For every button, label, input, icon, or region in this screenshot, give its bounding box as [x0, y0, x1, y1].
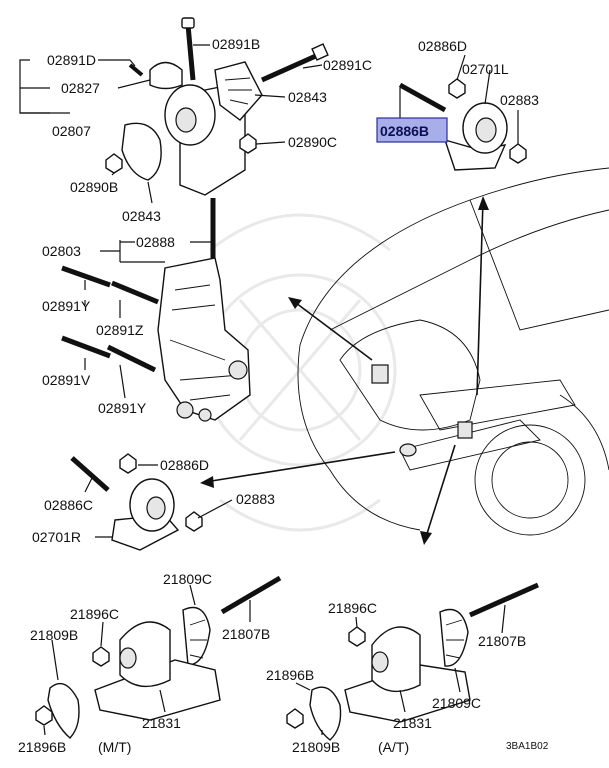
arrow-to-engine-bracket — [291, 299, 373, 361]
label-02886D-top[interactable]: 02886D — [418, 38, 467, 54]
arrow-to-transmission-mount — [424, 444, 456, 541]
bolt-02886C — [70, 456, 110, 492]
vehicle-mount-point — [371, 364, 389, 384]
nut-21896B-right — [286, 708, 304, 729]
stopper-21809C-right — [439, 608, 469, 667]
label-21896B-at[interactable]: 21896B — [266, 667, 314, 683]
label-02891C[interactable]: 02891C — [323, 57, 372, 73]
label-02701R[interactable]: 02701R — [32, 529, 81, 545]
label-02890C[interactable]: 02890C — [288, 134, 337, 150]
label-02886D-mid[interactable]: 02886D — [160, 457, 209, 473]
stopper-02843-top — [214, 61, 263, 121]
leader-lines — [19, 44, 519, 736]
label-21896C-at[interactable]: 21896C — [328, 600, 377, 616]
label-21831-at[interactable]: 21831 — [393, 715, 432, 731]
label-02891D[interactable]: 02891D — [47, 52, 96, 68]
label-21809C-mt[interactable]: 21809C — [163, 571, 212, 587]
label-02807[interactable]: 02807 — [52, 123, 91, 139]
label-21807B-mt[interactable]: 21807B — [222, 626, 270, 642]
bolt-02891Y-b — [106, 344, 157, 373]
label-at-variant: (A/T) — [378, 739, 409, 755]
bolt-02891Y-a — [61, 265, 111, 288]
nut-02883-mid — [185, 511, 203, 532]
label-02891Y-upper[interactable]: 02891Y — [42, 298, 91, 314]
label-21809B-at[interactable]: 21809B — [292, 739, 340, 755]
transmission-mount-mt — [35, 575, 282, 739]
mount-21831-left — [119, 621, 171, 688]
label-mt-variant: (M/T) — [98, 739, 131, 755]
stopper-02843-bottom — [121, 122, 162, 181]
stopper-21809C-left — [182, 606, 211, 666]
label-02883-top[interactable]: 02883 — [500, 92, 539, 108]
bolt-21807B-right — [468, 582, 540, 618]
label-02827[interactable]: 02827 — [61, 80, 100, 96]
engine-bracket-assembly — [61, 198, 251, 422]
nut-21896B-left — [35, 705, 53, 726]
label-02888[interactable]: 02888 — [136, 234, 175, 250]
left-mount-assembly — [398, 78, 527, 171]
nut-02886D-top — [448, 78, 466, 99]
bolt-02891D — [128, 63, 144, 77]
diagram-code: 3BA1B02 — [506, 741, 549, 752]
stopper-21809B-left — [47, 682, 80, 739]
nut-21896C-right — [348, 626, 366, 647]
label-02701L[interactable]: 02701L — [462, 61, 509, 77]
label-21809C-at[interactable]: 21809C — [432, 695, 481, 711]
bolt-02891V — [61, 335, 111, 359]
label-21831-mt[interactable]: 21831 — [142, 715, 181, 731]
bolt-02891Z — [111, 280, 159, 305]
part-labels: 02891B 02891D 02827 02891C 02843 02807 0… — [18, 36, 549, 755]
nut-21896C-left — [92, 646, 110, 667]
nut-02890B — [105, 153, 123, 174]
mount-21831-right — [371, 626, 421, 693]
label-02886C[interactable]: 02886C — [44, 497, 93, 513]
engine-mount-assembly — [105, 17, 329, 196]
arrow-to-left-mount — [476, 199, 484, 396]
label-02843-top[interactable]: 02843 — [288, 89, 327, 105]
transmission-mount-at — [286, 582, 540, 741]
label-02803[interactable]: 02803 — [42, 243, 81, 259]
right-mount-assembly — [70, 453, 203, 551]
stopper-21809B-right — [309, 686, 342, 741]
location-arrows — [200, 196, 489, 545]
label-02891B[interactable]: 02891B — [212, 36, 260, 52]
label-02890B[interactable]: 02890B — [70, 179, 118, 195]
label-21807B-at[interactable]: 21807B — [478, 633, 526, 649]
label-02883-mid[interactable]: 02883 — [236, 491, 275, 507]
label-21896B-mt[interactable]: 21896B — [18, 739, 66, 755]
insulator-02827 — [149, 61, 183, 90]
label-02891Y-lower[interactable]: 02891Y — [98, 400, 147, 416]
highlight-box-02886B — [376, 117, 448, 143]
bolt-21807B-left — [220, 575, 282, 615]
nut-02883-top — [509, 143, 527, 164]
bolt-02886B — [398, 82, 447, 113]
label-21896C-mt[interactable]: 21896C — [70, 606, 119, 622]
bolt-02891C — [260, 52, 320, 83]
label-02843-bottom[interactable]: 02843 — [122, 208, 161, 224]
arrow-to-right-mount — [204, 451, 396, 483]
label-02891Z[interactable]: 02891Z — [96, 322, 144, 338]
label-02891V[interactable]: 02891V — [42, 372, 91, 388]
bolt-02891B — [185, 24, 196, 81]
vehicle-body-outline — [297, 167, 609, 536]
nut-02886D-mid — [119, 453, 137, 474]
nut-02890C — [239, 133, 257, 154]
label-02886B-highlighted[interactable]: 02886B — [380, 123, 429, 139]
label-21809B-mt[interactable]: 21809B — [30, 627, 78, 643]
